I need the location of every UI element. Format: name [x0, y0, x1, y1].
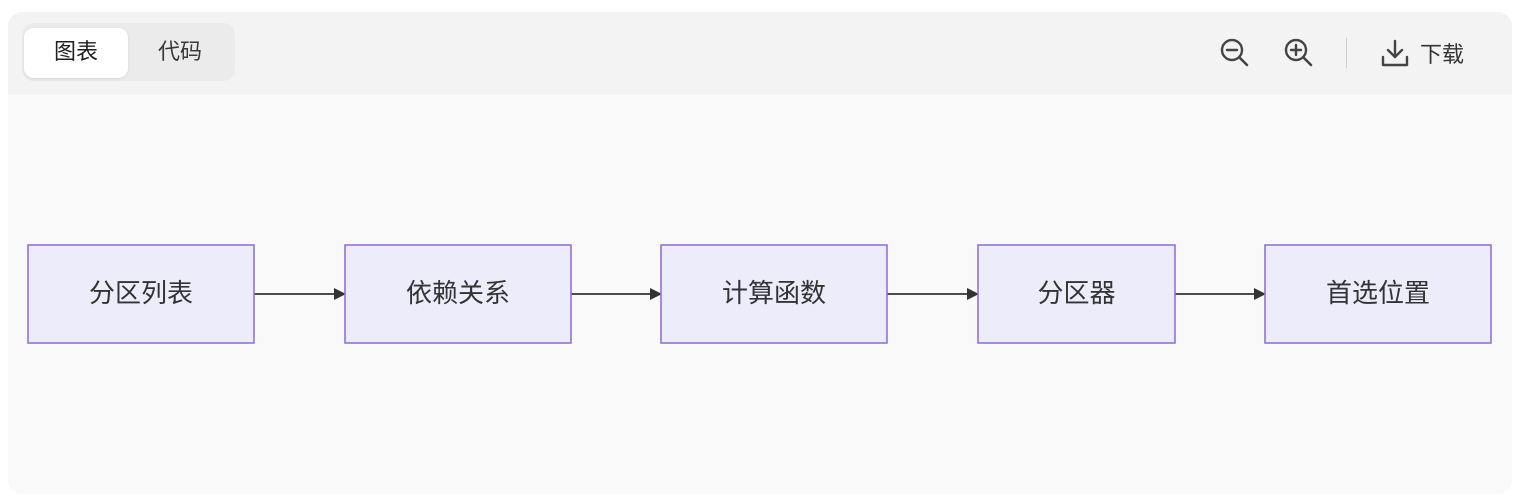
download-icon: [1381, 39, 1409, 67]
flow-node: 分区列表: [27, 244, 255, 344]
toolbar: 图表 代码 下载: [8, 12, 1512, 95]
tab-diagram[interactable]: 图表: [24, 28, 128, 78]
flow-node-box: [1264, 244, 1492, 344]
zoom-in-icon[interactable]: [1282, 36, 1316, 70]
download-button[interactable]: 下载: [1380, 34, 1464, 72]
flow-node: 首选位置: [1264, 244, 1492, 344]
flowchart: 分区列表 依赖关系 计算函数 分区器 首选位置: [27, 244, 1492, 344]
download-label: 下载: [1420, 43, 1465, 68]
flow-node: 分区器: [977, 244, 1176, 344]
flow-node-label: 分区列表: [89, 279, 193, 309]
flow-node-box: [660, 244, 888, 344]
zoom-out-icon[interactable]: [1218, 36, 1252, 70]
flow-node-label: 依赖关系: [406, 279, 510, 309]
flow-node: 计算函数: [660, 244, 888, 344]
view-toggle: 图表 代码: [22, 23, 235, 81]
flow-node-label: 分区器: [1037, 279, 1115, 309]
toolbar-divider: [1346, 38, 1347, 68]
flow-node-label: 计算函数: [722, 279, 826, 309]
tab-code[interactable]: 代码: [157, 40, 202, 65]
flow-node-box: [344, 244, 572, 344]
diagram-panel: 图表 代码 下载: [8, 12, 1512, 494]
flow-node: 依赖关系: [344, 244, 572, 344]
flow-node-box: [27, 244, 255, 344]
flow-node-label: 首选位置: [1326, 279, 1430, 309]
flow-node-box: [977, 244, 1176, 344]
